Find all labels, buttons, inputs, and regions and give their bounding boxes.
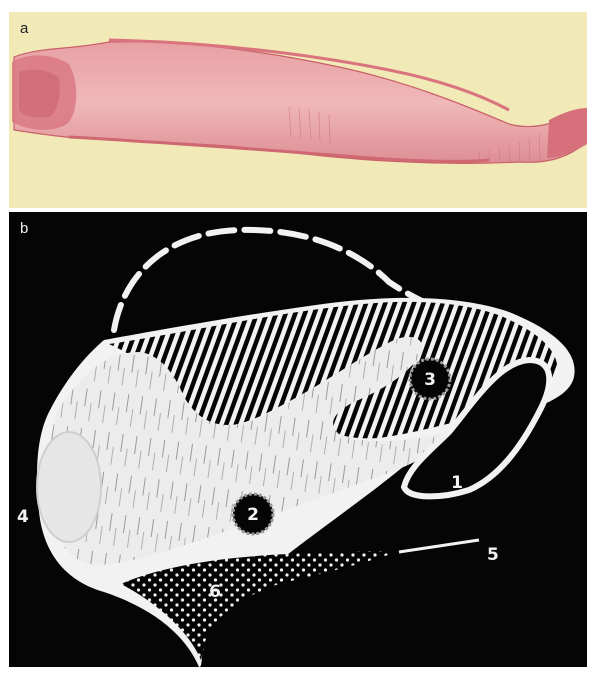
schematic-diagram: 1 2 3 4 5 6 <box>9 212 587 667</box>
left-lobe <box>37 432 101 542</box>
tissue-right-end <box>547 108 587 158</box>
panel-b-diagram: b <box>9 212 587 667</box>
label-2: 2 <box>247 505 259 525</box>
pointer-5 <box>399 540 479 552</box>
tissue-main <box>14 42 587 164</box>
label-3: 3 <box>424 370 436 390</box>
label-1: 1 <box>451 473 463 493</box>
label-6: 6 <box>209 582 221 602</box>
label-4: 4 <box>17 507 29 527</box>
panel-a-histology: a <box>9 12 587 208</box>
label-5: 5 <box>487 545 499 565</box>
histology-image <box>9 12 587 208</box>
